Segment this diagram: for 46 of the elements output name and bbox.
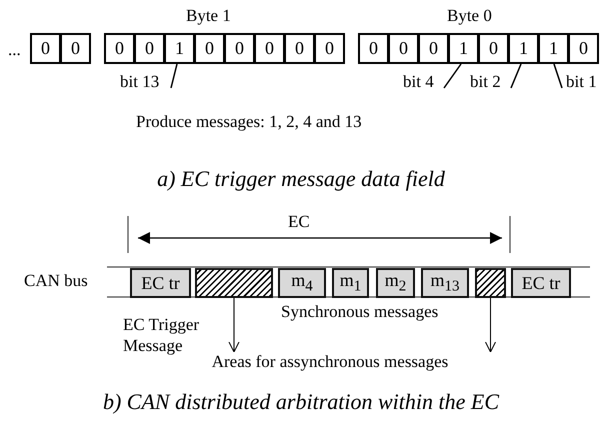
bit-cell: 1 bbox=[164, 33, 195, 64]
byte-label: Byte 1 bbox=[186, 6, 231, 26]
bit-cell: 1 bbox=[448, 33, 479, 64]
arrow bbox=[485, 298, 496, 352]
bit-cell: 1 bbox=[538, 33, 569, 64]
byte-label: Byte 0 bbox=[447, 6, 492, 26]
leader-line bbox=[443, 64, 462, 88]
bit-cell: 0 bbox=[478, 33, 509, 64]
message-slot: m$_{1}$ bbox=[332, 268, 369, 298]
bit-cell: 0 bbox=[388, 33, 419, 64]
hatched-slot bbox=[195, 268, 273, 298]
message-caption: EC Trigger Message bbox=[123, 314, 200, 356]
ellipsis: ... bbox=[8, 40, 21, 60]
message-slot: EC tr bbox=[511, 268, 571, 298]
caption: a) EC trigger message data field bbox=[156, 166, 446, 192]
bit-cell: 0 bbox=[224, 33, 255, 64]
bit-label: bit 4 bbox=[403, 72, 441, 92]
bit-cell: 0 bbox=[418, 33, 449, 64]
bit-cell: 0 bbox=[358, 33, 389, 64]
bit-cell: 0 bbox=[30, 33, 61, 64]
bit-cell: 0 bbox=[254, 33, 285, 64]
bit-cell: 0 bbox=[314, 33, 345, 64]
bit-cell: 0 bbox=[284, 33, 315, 64]
bit-cell: 0 bbox=[134, 33, 165, 64]
leader-line bbox=[553, 64, 563, 88]
bit-cell: 1 bbox=[508, 33, 539, 64]
bit-label: bit 13 bbox=[120, 72, 168, 92]
note: Produce messages: 1, 2, 4 and 13 bbox=[136, 112, 362, 132]
caption: b) CAN distributed arbitration within the EC bbox=[102, 389, 500, 415]
bus-label: CAN bus bbox=[24, 271, 88, 291]
leader-line bbox=[170, 64, 178, 88]
bit-cell: 0 bbox=[104, 33, 135, 64]
bit-label: bit 1 bbox=[566, 72, 602, 92]
bit-cell: 0 bbox=[194, 33, 225, 64]
leader-line bbox=[510, 64, 522, 88]
message-slot: EC tr bbox=[130, 268, 191, 298]
arrow bbox=[228, 298, 240, 352]
bit-cell: 0 bbox=[60, 33, 91, 64]
message-slot: m$_{4}$ bbox=[278, 268, 326, 298]
hatched-slot bbox=[475, 268, 506, 298]
message-slot: m$_{13}$ bbox=[421, 268, 469, 298]
dimension-label: EC bbox=[288, 212, 310, 232]
message-slot: m$_{2}$ bbox=[376, 268, 415, 298]
group-label: Synchronous messages bbox=[281, 302, 438, 322]
bit-cell: 0 bbox=[568, 33, 599, 64]
bit-label: bit 2 bbox=[470, 72, 508, 92]
